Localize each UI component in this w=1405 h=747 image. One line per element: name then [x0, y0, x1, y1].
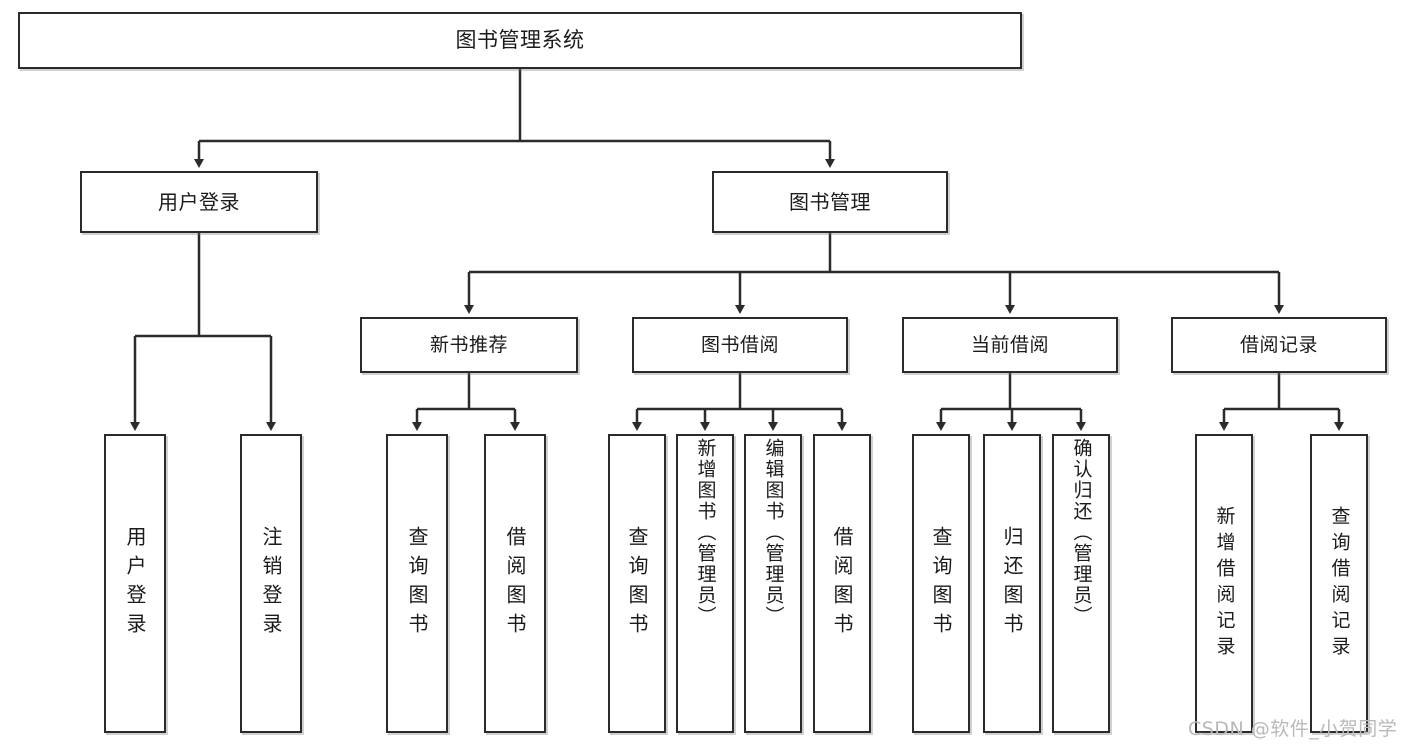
leaf-label: 查询图书: [405, 525, 429, 642]
leaf-box-注销登录[interactable]: 注销登录: [240, 434, 302, 733]
leaf-box-新增图书管理员[interactable]: 新增图书（管理员）: [676, 434, 734, 733]
leaf-box-查询图书[interactable]: 查询图书: [386, 434, 448, 733]
node-box-借阅记录[interactable]: 借阅记录: [1171, 317, 1387, 373]
node-box-当前借阅[interactable]: 当前借阅: [902, 317, 1118, 373]
leaf-label: 注销登录: [259, 525, 283, 642]
leaf-box-新增借阅记录[interactable]: 新增借阅记录: [1195, 434, 1253, 733]
leaf-label: 归还图书: [1000, 525, 1024, 642]
leaf-box-确认归还管理员[interactable]: 确认归还（管理员）: [1052, 434, 1110, 733]
leaf-label: 查询借阅记录: [1328, 505, 1351, 662]
leaf-label: 借阅图书: [830, 525, 854, 642]
leaf-box-用户登录[interactable]: 用户登录: [104, 434, 166, 733]
leaf-box-查询借阅记录[interactable]: 查询借阅记录: [1310, 434, 1368, 733]
node-label: 新书推荐: [429, 333, 508, 356]
leaf-label: 查询图书: [929, 525, 953, 642]
node-box-用户登录[interactable]: 用户登录: [80, 171, 318, 233]
leaf-box-查询图书[interactable]: 查询图书: [912, 434, 970, 733]
node-box-图书管理系统[interactable]: 图书管理系统: [18, 12, 1022, 69]
leaf-label: 编辑图书（管理员）: [762, 438, 785, 627]
leaf-box-借阅图书[interactable]: 借阅图书: [484, 434, 546, 733]
connector-edges: [130, 69, 1344, 431]
leaf-box-借阅图书[interactable]: 借阅图书: [813, 434, 871, 733]
node-box-新书推荐[interactable]: 新书推荐: [360, 317, 578, 373]
node-box-图书借阅[interactable]: 图书借阅: [632, 317, 848, 373]
node-label: 借阅记录: [1239, 333, 1318, 356]
node-label: 图书管理系统: [455, 27, 585, 52]
leaf-box-查询图书[interactable]: 查询图书: [608, 434, 666, 733]
node-label: 图书管理: [789, 190, 871, 214]
watermark-text: CSDN @软件_小贺同学: [1188, 718, 1398, 740]
node-label: 当前借阅: [970, 333, 1049, 356]
leaf-box-归还图书[interactable]: 归还图书: [983, 434, 1041, 733]
leaf-box-编辑图书管理员[interactable]: 编辑图书（管理员）: [744, 434, 802, 733]
leaf-label: 新增图书（管理员）: [694, 438, 717, 627]
node-label: 图书借阅: [700, 333, 779, 356]
leaf-label: 用户登录: [123, 525, 147, 642]
node-box-图书管理[interactable]: 图书管理: [712, 171, 948, 233]
leaf-label: 借阅图书: [503, 525, 527, 642]
node-label: 用户登录: [158, 190, 240, 214]
leaf-label: 确认归还（管理员）: [1070, 438, 1093, 627]
leaf-label: 新增借阅记录: [1213, 505, 1236, 662]
leaf-label: 查询图书: [625, 525, 649, 642]
